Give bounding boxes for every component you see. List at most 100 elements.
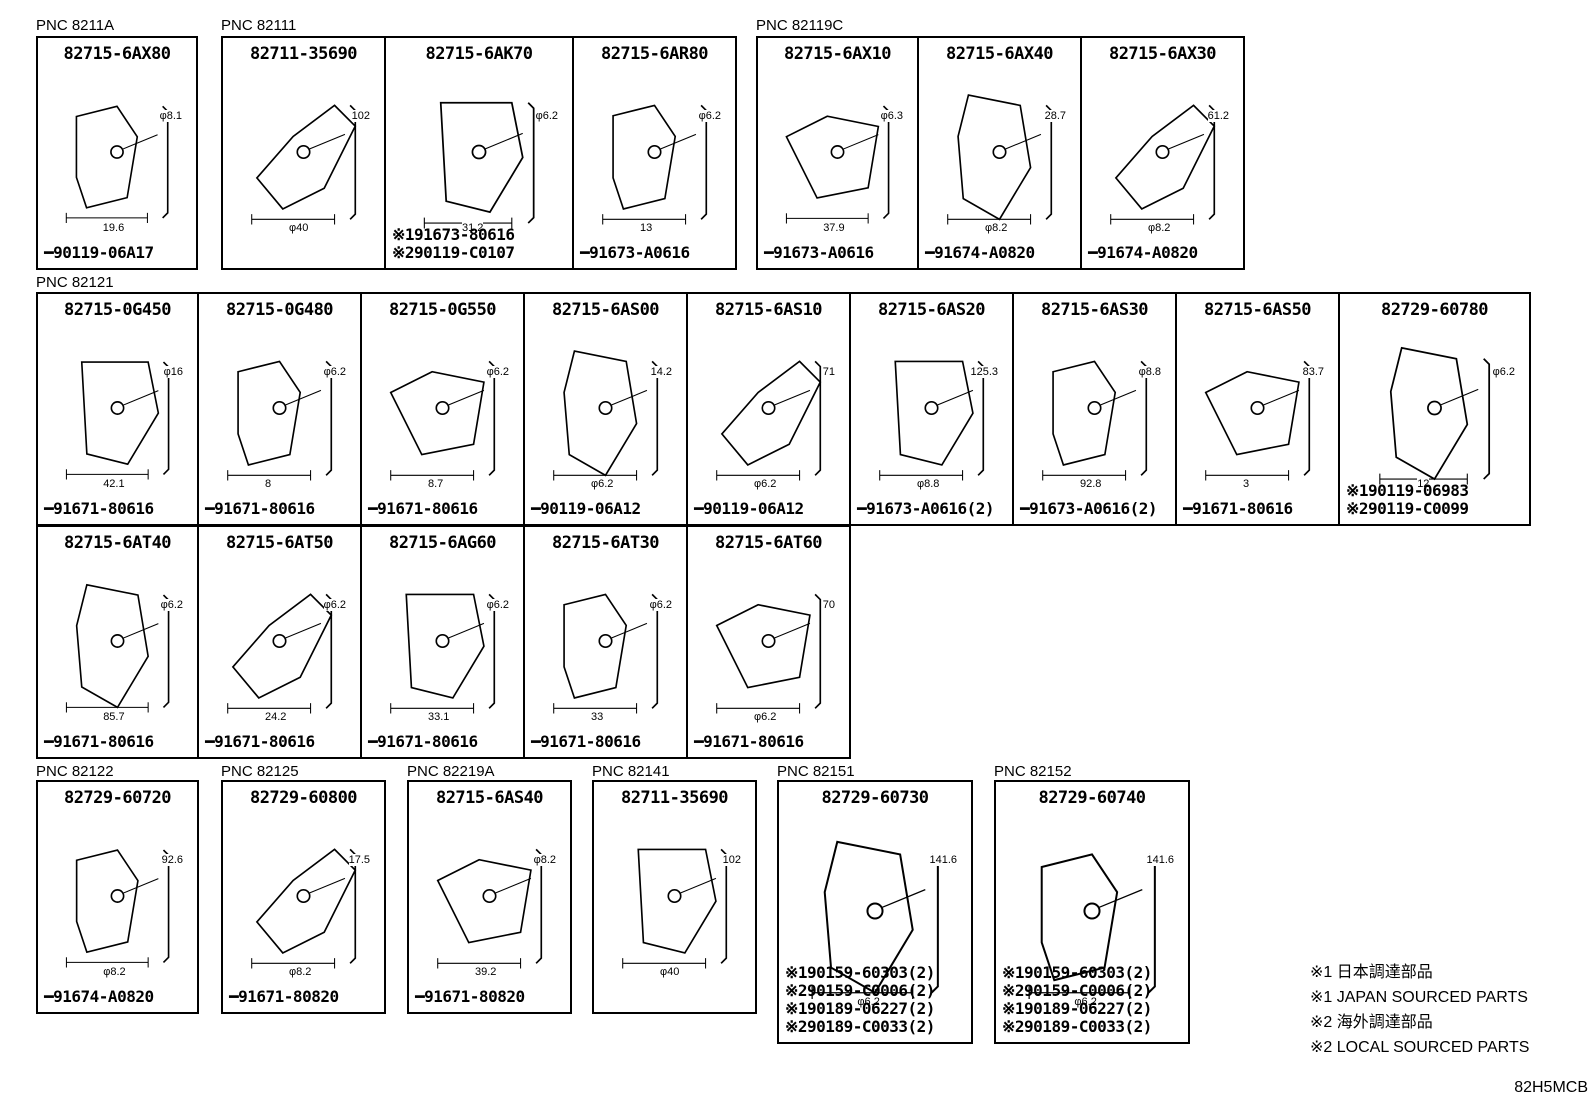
dimension-label: φ6.2 [591,478,614,490]
dimension-label: 3 [1243,478,1250,490]
dimension-label: 12 [1417,478,1430,490]
dimension-label: 61.2 [1207,110,1229,122]
dimension-label: 83.7 [1302,366,1324,378]
bolt-part-number: ━91671-80616 [694,732,804,751]
part-drawing: 102 φ40 [231,70,376,234]
bolt-part-numbers: ━91671-80616 [44,500,154,518]
part-drawing: φ8.1 19.6 [46,70,188,234]
dimension-label: 102 [351,110,370,122]
dimension-label: φ6.2 [698,110,721,122]
legend-line: ※1 日本調達部品 [1310,964,1433,981]
part-number: 82729-60800 [249,788,358,808]
bolt-part-number: ━91673-A0616(2) [1020,499,1158,518]
dimension-label: φ8.8 [917,478,940,490]
legend-line: ※2 LOCAL SOURCED PARTS [1310,1039,1530,1056]
bolt-part-number: ━91671-80616 [368,499,478,518]
part-number: 82715-6AS10 [714,300,823,320]
dimension-label: φ6.2 [160,599,183,611]
bolt-part-number: ※290159-C0006(2) [1002,981,1152,1000]
bolt-part-number: ※290159-C0006(2) [785,981,935,1000]
legend-line: ※2 海外調達部品 [1310,1014,1433,1031]
pnc-label: PNC 82125 [221,763,299,780]
bolt-part-numbers: ━91674-A0820 [44,988,154,1006]
bolt-part-numbers: ※190159-60303(2)※290159-C0006(2)※190189-… [785,964,935,1036]
dimension-label: 71 [822,366,835,378]
bolt-part-number: ※191673-80616 [392,225,515,244]
bolt-part-numbers: ━91673-A0616(2) [1020,499,1158,518]
bolt-part-number: ━91671-80616 [531,732,641,751]
pnc-label: PNC 82121 [36,274,114,291]
part-number: 82715-6AX40 [945,44,1054,64]
pnc-label: PNC 82122 [36,763,114,780]
pnc-label: PNC 82219A [407,763,495,780]
dimension-label: φ8.2 [103,966,126,978]
bolt-part-numbers: ━91671-80616 [531,733,641,751]
part-number: 82715-6AG60 [388,533,497,553]
part-number: 82715-6AS40 [435,788,544,808]
dimension-label: φ8.2 [985,222,1008,234]
dimension-label: φ6.2 [323,366,346,378]
dimension-label: φ40 [289,222,309,234]
part-number: 82715-6AX30 [1108,44,1217,64]
part-number: 82715-0G450 [63,300,172,320]
part-number: 82715-6AT60 [714,533,823,553]
dimension-label: 19.6 [102,222,125,234]
dimension-label: φ6.2 [486,599,509,611]
part-number: 82715-6AS30 [1040,300,1149,320]
part-number: 82711-35690 [620,788,729,808]
bolt-part-numbers: ━90119-06A17 [44,244,154,262]
bolt-part-number: ━91673-A0616(2) [857,499,995,518]
pnc-label: PNC 8211A [36,17,115,34]
bolt-part-numbers: ━91673-A0616(2) [857,499,995,518]
dimension-label: φ6.2 [1492,366,1515,378]
dimension-label: φ8.1 [159,110,182,122]
bolt-part-number: ━91671-80616 [44,499,154,518]
part-number: 82729-60780 [1380,300,1489,320]
bolt-part-number: ※290119-C0107 [392,243,515,262]
pnc-label: PNC 82151 [777,763,855,780]
dimension-label: 85.7 [103,711,125,723]
